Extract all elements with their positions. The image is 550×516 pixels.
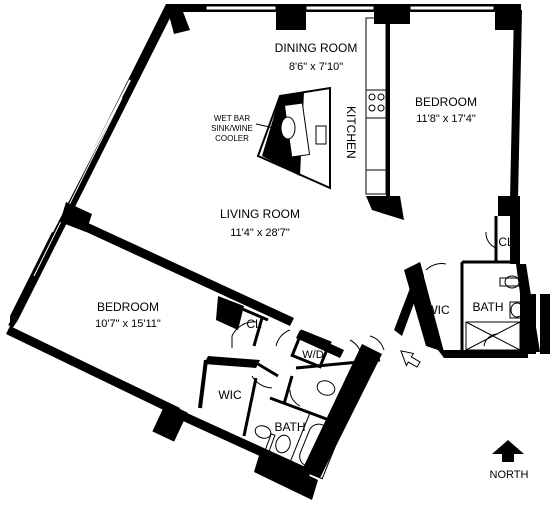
dining-room-name: DINING ROOM	[275, 41, 358, 55]
wic-west-label: WIC	[218, 388, 242, 402]
bath-south-label: BATH	[274, 420, 305, 434]
fixtures	[254, 275, 525, 480]
kitchen-name: KITCHEN	[344, 106, 358, 159]
dining-room-dims: 8'6" x 7'10"	[289, 61, 343, 73]
bath-east-label: BATH	[472, 300, 503, 314]
bedroom-ne-dims: 11'8" x 17'4"	[416, 113, 476, 125]
closet-east-label: CL	[498, 235, 514, 249]
room-labels: DINING ROOM 8'6" x 7'10" BEDROOM 11'8" x…	[95, 41, 528, 481]
bedroom-w-dims: 10'7" x 15'11"	[95, 318, 161, 330]
north-arrow-icon	[492, 440, 524, 462]
entry-arrow-icon	[400, 350, 421, 368]
north-label: NORTH	[490, 469, 529, 481]
wet-bar-line-1: WET BAR	[214, 114, 251, 123]
exterior-walls	[6, 4, 550, 500]
wic-east-label: WIC	[426, 303, 450, 317]
living-room-name: LIVING ROOM	[220, 207, 300, 221]
wet-bar-line-2: SINK/WINE	[211, 124, 253, 133]
closet-bedroom-label: CL	[246, 317, 262, 331]
interior-walls	[198, 12, 520, 437]
washer-dryer-label: W/D	[302, 349, 323, 361]
wet-bar-line-3: COOLER	[215, 134, 249, 143]
bedroom-w-name: BEDROOM	[97, 300, 159, 314]
living-room-dims: 11'4" x 28'7"	[230, 227, 290, 239]
bedroom-ne-name: BEDROOM	[415, 95, 477, 109]
